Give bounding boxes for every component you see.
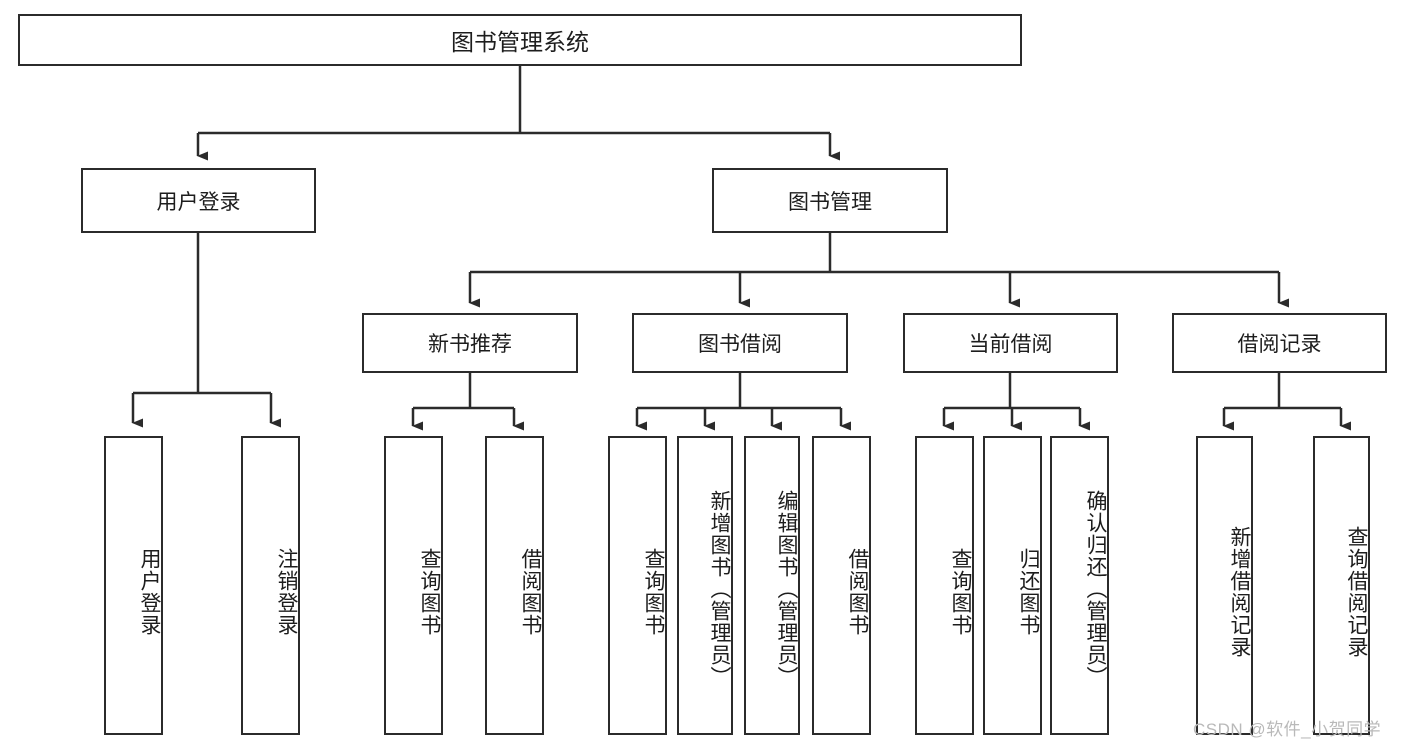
node-label: 归还图书: [1017, 547, 1040, 636]
node-label: 查询图书: [418, 547, 441, 636]
node-new-book-recommend[interactable]: 新书推荐: [362, 313, 578, 373]
node-label: 当前借阅: [968, 333, 1053, 356]
node-label: 借阅图书: [846, 547, 869, 636]
node-label: 图书管理系统: [451, 29, 589, 55]
leaf-logout-login[interactable]: 注销登录: [241, 436, 300, 735]
node-book-borrow[interactable]: 图书借阅: [632, 313, 848, 373]
node-label: 借阅图书: [519, 547, 542, 636]
leaf-query-book-recommend[interactable]: 查询图书: [384, 436, 443, 735]
watermark-text: CSDN @软件_小贺同学: [1193, 720, 1382, 739]
leaf-confirm-return[interactable]: 确认归还（管理员）: [1050, 436, 1109, 735]
leaf-edit-book[interactable]: 编辑图书（管理员）: [744, 436, 800, 735]
node-label: 用户登录: [156, 190, 241, 214]
leaf-borrow-book-recommend[interactable]: 借阅图书: [485, 436, 544, 735]
node-book-management-system[interactable]: 图书管理系统: [18, 14, 1022, 66]
leaf-query-borrow-record[interactable]: 查询借阅记录: [1313, 436, 1370, 735]
node-label: 确认归还（管理员）: [1084, 489, 1107, 688]
node-label: 编辑图书（管理员）: [775, 489, 798, 688]
node-user-login[interactable]: 用户登录: [81, 168, 316, 233]
node-label: 借阅记录: [1237, 333, 1322, 356]
node-label: 注销登录: [275, 547, 298, 636]
node-label: 新增借阅记录: [1228, 525, 1251, 658]
node-label: 图书管理: [788, 190, 872, 214]
node-label: 新增图书（管理员）: [708, 489, 731, 688]
node-borrow-record[interactable]: 借阅记录: [1172, 313, 1387, 373]
leaf-query-book-borrow[interactable]: 查询图书: [608, 436, 667, 735]
leaf-add-borrow-record[interactable]: 新增借阅记录: [1196, 436, 1253, 735]
leaf-query-book-current[interactable]: 查询图书: [915, 436, 974, 735]
node-label: 查询图书: [949, 547, 972, 636]
leaf-borrow-book[interactable]: 借阅图书: [812, 436, 871, 735]
leaf-add-book[interactable]: 新增图书（管理员）: [677, 436, 733, 735]
node-book-management[interactable]: 图书管理: [712, 168, 948, 233]
node-label: 用户登录: [138, 547, 161, 636]
node-label: 图书借阅: [698, 333, 782, 356]
leaf-user-login[interactable]: 用户登录: [104, 436, 163, 735]
node-label: 新书推荐: [428, 333, 512, 356]
node-label: 查询图书: [642, 547, 665, 636]
node-label: 查询借阅记录: [1345, 525, 1368, 658]
leaf-return-book[interactable]: 归还图书: [983, 436, 1042, 735]
node-current-borrow[interactable]: 当前借阅: [903, 313, 1118, 373]
